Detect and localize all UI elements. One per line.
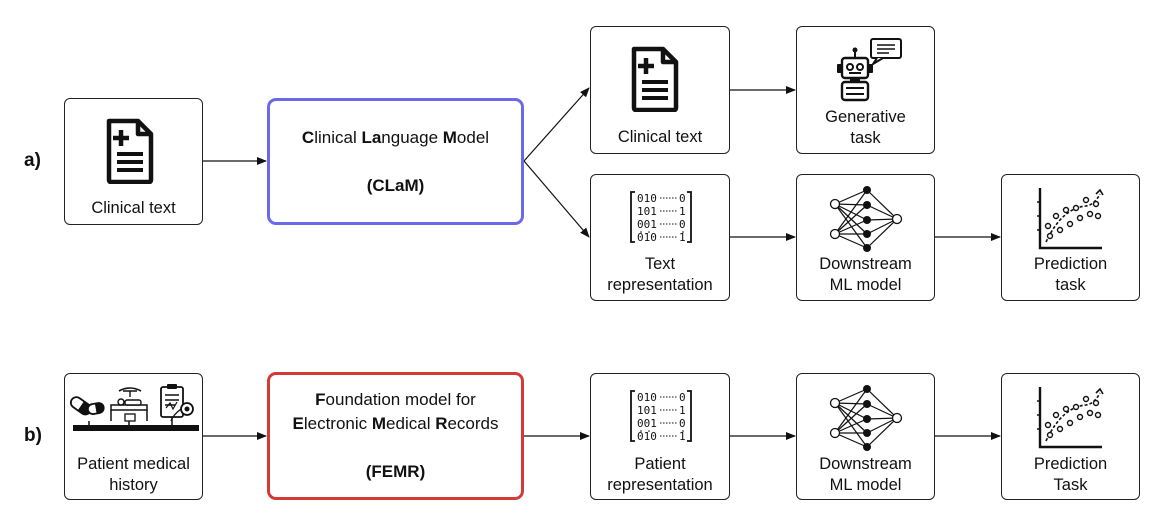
clinical-text-input-box: Clinical text	[64, 98, 203, 225]
model-name-segment: nguage	[381, 127, 443, 147]
output-text-label: Clinical text	[617, 128, 703, 146]
generative-label-line2: task	[850, 129, 881, 147]
downstream-label-line1: Downstream	[819, 455, 912, 473]
model-name-segment: M	[371, 414, 387, 433]
binary-matrix-icon: 010 0 101 1 001 0 010 1	[630, 390, 692, 443]
model-name-segment: La	[361, 127, 382, 147]
row-label-a: a)	[24, 150, 41, 171]
svg-text:101: 101	[637, 404, 657, 417]
input-label: Clinical text	[91, 199, 176, 217]
prediction-label-line1: Prediction	[1033, 255, 1108, 273]
model-name-segment: F	[315, 390, 326, 409]
prediction-label-line1: Prediction	[1033, 455, 1108, 473]
clinical-text-output-box: Clinical text	[590, 26, 730, 154]
patient-representation-label-line2: representation	[607, 476, 713, 494]
model-name-segment: lectronic	[303, 414, 372, 433]
model-name-segment: edical	[386, 414, 436, 433]
downstream-model-box: Downstream ML model	[796, 373, 935, 500]
downstream-label-line1: Downstream	[819, 255, 912, 273]
patient-representation-label-line1: Patient	[634, 455, 686, 473]
representation-label-line2: representation	[607, 276, 713, 294]
svg-text:010: 010	[637, 231, 657, 244]
generative-task-box: Generative task	[796, 26, 935, 154]
prediction-label-line2: task	[1055, 276, 1086, 294]
scatter-plot-icon	[1037, 188, 1104, 250]
downstream-label-line2: ML model	[829, 476, 902, 494]
downstream-label-line2: ML model	[829, 276, 902, 294]
patient-history-label-line1: Patient medical	[77, 455, 190, 473]
representation-label-line1: Text	[644, 255, 676, 273]
model-name-segment: odel	[456, 127, 490, 147]
prediction-label-line2: Task	[1053, 476, 1088, 494]
model-name-segment: linical	[314, 127, 362, 147]
prediction-task-box: Prediction Task	[1001, 373, 1140, 500]
clam-acronym: (CLaM)	[366, 175, 425, 195]
patient-history-box: Patient medical history	[64, 373, 203, 500]
document-icon	[106, 118, 154, 184]
robot-icon	[837, 38, 902, 102]
text-representation-box: 010 0 101 1 001 0 010 1 Text representation	[590, 174, 730, 301]
model-name-segment: M	[442, 127, 457, 147]
patient-representation-box: 010 0 101 1 001 0 010 1 Patient representati…	[590, 373, 730, 500]
document-icon	[631, 46, 679, 112]
svg-text:0: 0	[679, 218, 686, 231]
model-name-segment: ecords	[447, 414, 499, 433]
arrow-a-model-to-text	[523, 87, 590, 162]
femr-acronym: (FEMR)	[365, 462, 426, 481]
model-name-segment: oundation model for	[325, 390, 476, 409]
row-label-b: b)	[24, 425, 42, 446]
svg-text:001: 001	[637, 218, 657, 231]
femr-model-name-line2: Electronic Medical Records	[293, 412, 499, 436]
generative-label-line1: Generative	[825, 108, 906, 126]
neural-network-icon	[829, 385, 903, 451]
svg-text:010: 010	[637, 391, 657, 404]
svg-text:101: 101	[637, 205, 657, 218]
binary-matrix-icon: 010 0 101 1 001 0 010 1	[630, 191, 692, 244]
svg-text:001: 001	[637, 417, 657, 430]
svg-text:010: 010	[637, 192, 657, 205]
model-name-segment: R	[435, 414, 448, 433]
femr-model-box: Foundation model for Electronic Medical …	[267, 372, 524, 500]
femr-model-name-line1: Foundation model for	[315, 388, 476, 412]
patient-history-label-line2: history	[109, 476, 158, 494]
svg-text:1: 1	[679, 430, 686, 443]
scatter-plot-icon	[1037, 387, 1104, 449]
model-name-segment: E	[292, 414, 304, 433]
model-name-segment: C	[301, 127, 315, 147]
clam-model-name: Clinical Language Model	[302, 126, 489, 150]
svg-text:1: 1	[679, 404, 686, 417]
patient-history-icon	[69, 384, 199, 431]
svg-text:1: 1	[679, 205, 686, 218]
clam-model-box: Clinical Language Model (CLaM)	[267, 98, 524, 225]
prediction-task-box: Prediction task	[1001, 174, 1140, 301]
neural-network-icon	[829, 186, 903, 252]
svg-text:010: 010	[637, 430, 657, 443]
downstream-model-box: Downstream ML model	[796, 174, 935, 301]
svg-text:0: 0	[679, 391, 686, 404]
svg-text:1: 1	[679, 231, 686, 244]
arrow-a-model-to-representation	[523, 160, 590, 238]
svg-text:0: 0	[679, 417, 686, 430]
svg-text:0: 0	[679, 192, 686, 205]
